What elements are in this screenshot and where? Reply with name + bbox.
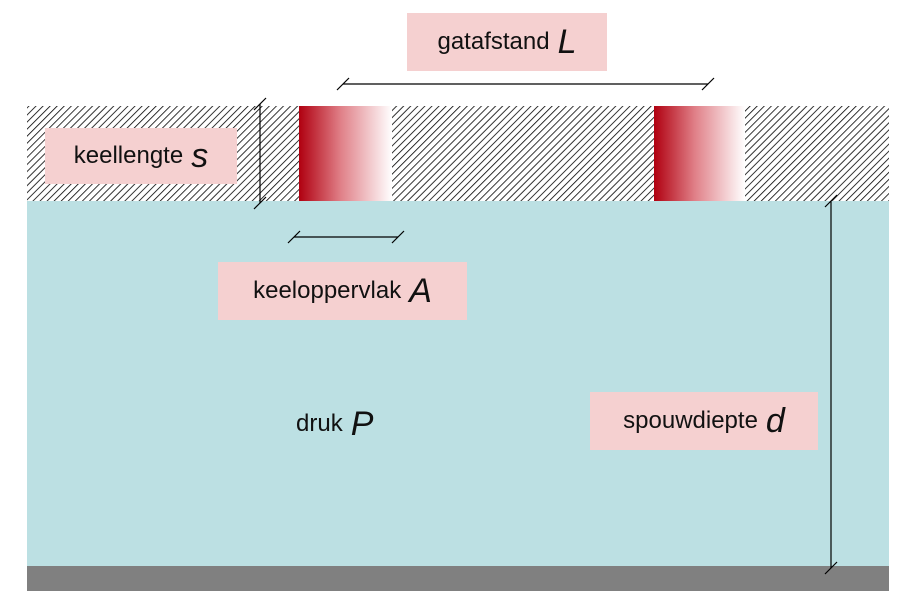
back-plate (27, 566, 889, 591)
perforated-plate-right (745, 106, 889, 201)
pressure-label: druk P (296, 396, 373, 452)
hole-spacing-symbol: L (557, 22, 577, 61)
neck-length-label: keellengte s (45, 128, 237, 184)
cavity-depth-symbol: d (765, 401, 785, 440)
cavity-depth-dimension (824, 194, 838, 575)
pressure-text: druk (296, 410, 343, 437)
neck-area-label: keeloppervlak A (218, 262, 467, 320)
neck-length-symbol: s (191, 136, 209, 175)
cavity-depth-label: spouwdiepte d (590, 392, 818, 450)
neck-hole-2 (654, 106, 745, 201)
neck-hole-1 (299, 106, 392, 201)
pressure-symbol: P (350, 404, 374, 443)
neck-area-text: keeloppervlak (253, 277, 402, 304)
neck-area-dimension (287, 230, 405, 244)
neck-length-text: keellengte (73, 142, 184, 169)
cavity (27, 200, 889, 568)
perforated-plate-middle (392, 106, 654, 201)
hole-spacing-text: gatafstand (437, 28, 550, 55)
hole-spacing-dimension (336, 77, 715, 91)
cavity-depth-text: spouwdiepte (623, 407, 758, 434)
neck-length-dimension (253, 97, 267, 210)
hole-spacing-label: gatafstand L (407, 13, 607, 71)
neck-area-symbol: A (409, 271, 432, 310)
